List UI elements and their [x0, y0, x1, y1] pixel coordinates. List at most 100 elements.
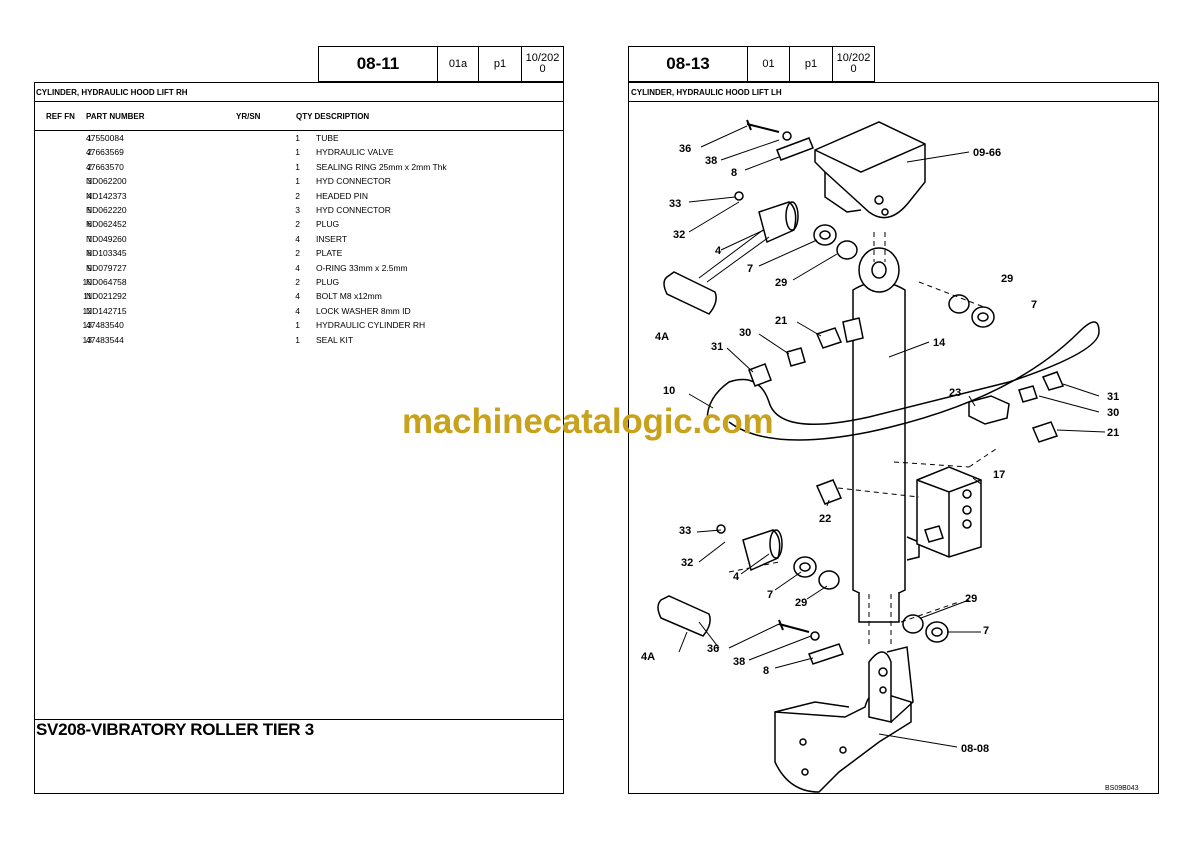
col-part-number: PART NUMBER [86, 112, 145, 121]
callout-09-66: 09-66 [973, 147, 1001, 159]
callout-30-right: 30 [1107, 407, 1119, 419]
callout-21-upper: 21 [775, 315, 787, 327]
model-title: SV208-VIBRATORY ROLLER TIER 3 [36, 720, 314, 739]
o-ring-29-lower [818, 570, 840, 590]
callout-7-lower-right: 7 [983, 625, 989, 637]
callout-14: 14 [933, 337, 946, 349]
o-ring-29-right [948, 294, 970, 314]
fitting-23 [968, 395, 1010, 425]
left-date-line1: 10/202 [525, 52, 560, 64]
description-cell: O-RING 33mm x 2.5mm [316, 262, 408, 273]
col-ref-fn: REF FN [46, 112, 75, 121]
qty-cell: 1 [295, 334, 300, 345]
qty-cell: 2 [295, 248, 300, 259]
col-qty-description: QTY DESCRIPTION [296, 112, 370, 121]
description-cell: INSERT [316, 233, 348, 244]
callout-4-upper: 4 [715, 245, 722, 257]
right-date-line2: 0 [850, 63, 857, 75]
callout-29-lower-right: 29 [965, 593, 977, 605]
right-date: 10/202 0 [832, 46, 875, 82]
ref-cell: 1 [87, 133, 92, 143]
left-page-title: CYLINDER, HYDRAULIC HOOD LIFT RH [36, 88, 188, 97]
right-page-title: CYLINDER, HYDRAULIC HOOD LIFT LH [631, 88, 782, 97]
washer-7-lower [793, 556, 817, 578]
part-number-cell: ND049260 [86, 233, 127, 244]
description-cell: SEAL KIT [316, 334, 354, 345]
left-title-divider [34, 101, 564, 102]
fitting-22 [815, 479, 843, 505]
callout-36-upper: 36 [679, 143, 691, 155]
callout-29-right: 29 [1001, 273, 1013, 285]
part-number-cell: 47483544 [86, 334, 124, 345]
washer-7-upper [813, 224, 837, 246]
callout-10: 10 [663, 385, 675, 397]
callout-4-lower: 4 [733, 571, 740, 583]
description-cell: HEADED PIN [316, 190, 368, 201]
callout-38-upper: 38 [705, 155, 717, 167]
ref-cell: 10 [82, 277, 92, 287]
callout-29-upper: 29 [775, 277, 787, 289]
callout-7-lower: 7 [767, 589, 773, 601]
callout-32-lower: 32 [681, 557, 693, 569]
callout-8-lower: 8 [763, 665, 769, 677]
pin-4a-lower [657, 595, 711, 637]
callout-4a-upper: 4A [655, 331, 669, 343]
right-revision: 01 [747, 46, 790, 82]
description-cell: PLATE [316, 248, 343, 259]
washer-7-right [971, 306, 995, 328]
col-yr-sn: YR/SN [236, 112, 261, 121]
o-ring-29-lower-right [902, 614, 924, 634]
callout-08-08: 08-08 [961, 743, 989, 755]
callout-30-upper: 30 [739, 327, 751, 339]
right-date-line1: 10/202 [836, 52, 871, 64]
exploded-parts-diagram: 36 38 8 09-66 33 32 4 7 29 4A 29 7 21 30… [641, 119, 1139, 793]
ref-cell: 8 [87, 248, 92, 259]
qty-cell: 3 [295, 205, 300, 215]
drawing-code: BS09B043 [1105, 785, 1139, 792]
o-ring-29-upper [836, 240, 858, 260]
fitting-30-upper [786, 347, 806, 367]
part-number-cell: ND062220 [86, 205, 127, 215]
ref-cell: 2 [87, 161, 92, 172]
left-date-line2: 0 [539, 63, 546, 75]
model-divider [34, 719, 564, 720]
description-cell: BOLT M8 x12mm [316, 291, 382, 302]
fitting-31-right [1041, 371, 1065, 391]
qty-cell: 4 [295, 262, 300, 273]
ref-cell: 13 [82, 320, 92, 331]
callout-33-lower: 33 [679, 525, 691, 537]
part-number-cell: ND142373 [86, 190, 127, 201]
left-revision: 01a [437, 46, 479, 82]
fitting-block [924, 525, 944, 543]
callout-38-lower: 38 [733, 656, 745, 668]
part-number-cell: ND062452 [86, 219, 127, 230]
qty-cell: 4 [295, 233, 300, 244]
callout-labels: 36 38 8 09-66 33 32 4 7 29 4A 29 7 21 30… [641, 143, 1119, 755]
qty-cell: 4 [295, 305, 300, 316]
right-page-frame [628, 82, 1159, 794]
qty-cell: 2 [295, 190, 300, 201]
qty-cell: 1 [295, 320, 300, 331]
right-section-number: 08-13 [628, 46, 748, 82]
part-number-cell: ND142715 [86, 305, 127, 316]
description-cell: HYD CONNECTOR [316, 176, 391, 187]
lockwasher-38-lower [810, 631, 820, 641]
part-number-cell: 47663569 [86, 147, 124, 158]
description-cell: HYDRAULIC CYLINDER RH [316, 320, 426, 331]
callout-33-upper: 33 [669, 198, 681, 210]
plate-8-lower [808, 643, 844, 665]
callout-36-lower: 36 [707, 643, 719, 655]
left-page-frame [34, 82, 564, 794]
ref-cell: 6 [87, 219, 92, 230]
cylinder-rod [858, 592, 900, 623]
ref-cell: 11 [83, 291, 92, 302]
callout-32-upper: 32 [673, 229, 685, 241]
